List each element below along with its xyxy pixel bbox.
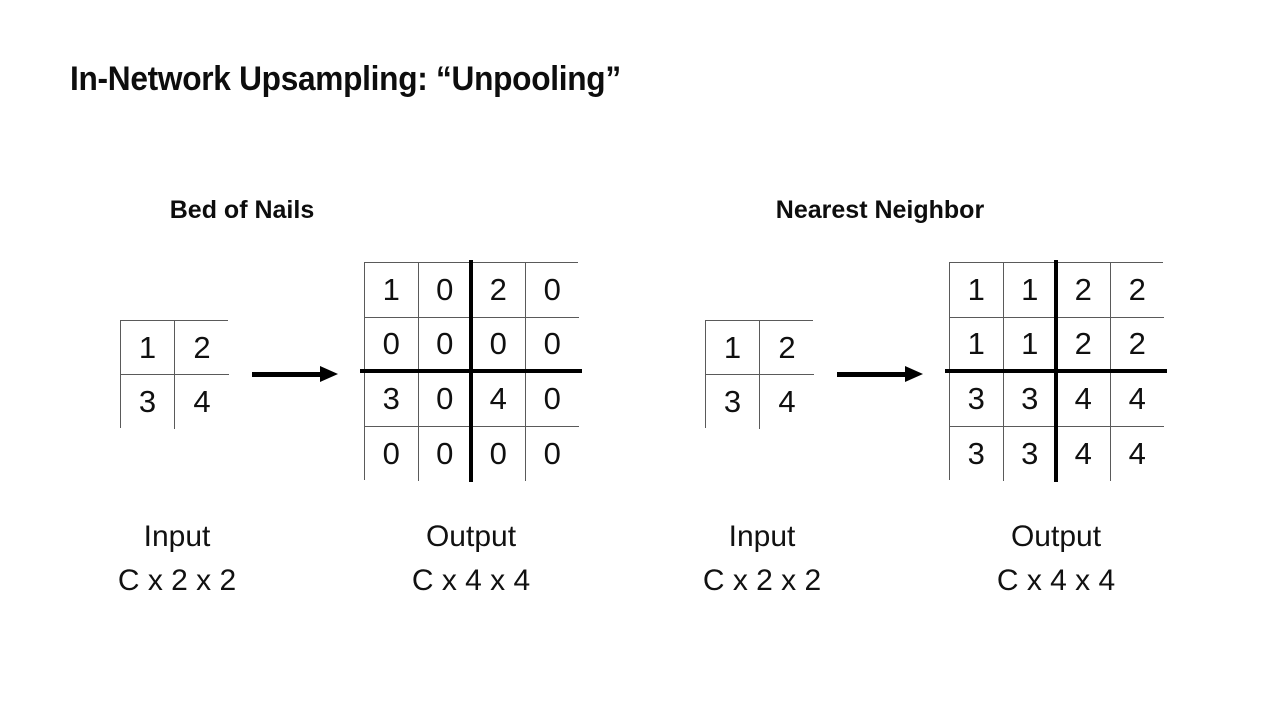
grid-cell: 0 bbox=[525, 263, 579, 318]
grid-cell: 2 bbox=[760, 321, 814, 375]
grid-cell: 0 bbox=[418, 372, 472, 427]
grid-cell: 1 bbox=[1003, 263, 1057, 318]
grid-cell: 2 bbox=[1110, 317, 1164, 372]
grid-cell: 3 bbox=[1003, 372, 1057, 427]
quadrant-divider-horizontal bbox=[360, 369, 582, 373]
arrow-shaft bbox=[837, 372, 907, 377]
panel-heading-nearest-neighbor: Nearest Neighbor bbox=[775, 196, 985, 224]
grid-cell: 3 bbox=[365, 372, 419, 427]
arrow-head bbox=[905, 366, 923, 382]
arrow-head bbox=[320, 366, 338, 382]
grid-cell: 3 bbox=[950, 372, 1004, 427]
grid-cell: 0 bbox=[418, 317, 472, 372]
caption-input-nearest-neighbor: Input C x 2 x 2 bbox=[672, 515, 852, 604]
caption-input-bed-of-nails: Input C x 2 x 2 bbox=[87, 515, 267, 604]
grid-cell: 2 bbox=[1057, 263, 1111, 318]
grid-cell: 1 bbox=[1003, 317, 1057, 372]
grid-cell: 2 bbox=[1110, 263, 1164, 318]
grid-cell: 2 bbox=[472, 263, 526, 318]
caption-name: Output bbox=[425, 520, 517, 553]
grid-cell: 2 bbox=[1057, 317, 1111, 372]
grid-cell: 0 bbox=[525, 426, 579, 481]
grid-cell: 0 bbox=[472, 317, 526, 372]
caption-output-bed-of-nails: Output C x 4 x 4 bbox=[360, 515, 582, 604]
grid-cell: 0 bbox=[525, 372, 579, 427]
grid-cell: 4 bbox=[1057, 372, 1111, 427]
caption-output-nearest-neighbor: Output C x 4 x 4 bbox=[945, 515, 1167, 604]
grid-cell: 2 bbox=[175, 321, 229, 375]
caption-name: Input bbox=[728, 520, 796, 553]
grid-cell: 0 bbox=[472, 426, 526, 481]
grid-cell: 3 bbox=[706, 375, 760, 429]
grid-cell: 4 bbox=[175, 375, 229, 429]
grid-cell: 4 bbox=[760, 375, 814, 429]
grid-cell: 4 bbox=[1110, 372, 1164, 427]
input-grid-nearest-neighbor: 1 2 3 4 bbox=[705, 320, 814, 429]
caption-name: Input bbox=[143, 520, 211, 553]
caption-shape: C x 2 x 2 bbox=[117, 564, 237, 598]
caption-name: Output bbox=[1010, 520, 1102, 553]
grid-cell: 1 bbox=[365, 263, 419, 318]
input-grid-bed-of-nails: 1 2 3 4 bbox=[120, 320, 229, 429]
caption-shape: C x 4 x 4 bbox=[996, 564, 1116, 598]
grid-cell: 0 bbox=[525, 317, 579, 372]
caption-shape: C x 4 x 4 bbox=[411, 564, 531, 598]
grid-cell: 4 bbox=[1110, 426, 1164, 481]
grid-cell: 0 bbox=[418, 426, 472, 481]
grid-cell: 0 bbox=[418, 263, 472, 318]
grid-cell: 4 bbox=[472, 372, 526, 427]
grid-cell: 1 bbox=[950, 263, 1004, 318]
grid-cell: 1 bbox=[950, 317, 1004, 372]
grid-cell: 4 bbox=[1057, 426, 1111, 481]
caption-shape: C x 2 x 2 bbox=[702, 564, 822, 598]
arrow-shaft bbox=[252, 372, 322, 377]
quadrant-divider-horizontal bbox=[945, 369, 1167, 373]
grid-cell: 1 bbox=[706, 321, 760, 375]
panel-heading-bed-of-nails: Bed of Nails bbox=[169, 196, 315, 224]
arrow-right-icon bbox=[837, 364, 923, 384]
grid-cell: 0 bbox=[365, 426, 419, 481]
grid-cell: 3 bbox=[950, 426, 1004, 481]
grid-cell: 3 bbox=[121, 375, 175, 429]
grid-cell: 1 bbox=[121, 321, 175, 375]
grid-cell: 0 bbox=[365, 317, 419, 372]
grid-cell: 3 bbox=[1003, 426, 1057, 481]
arrow-right-icon bbox=[252, 364, 338, 384]
slide-title: In-Network Upsampling: “Unpooling” bbox=[70, 60, 621, 98]
